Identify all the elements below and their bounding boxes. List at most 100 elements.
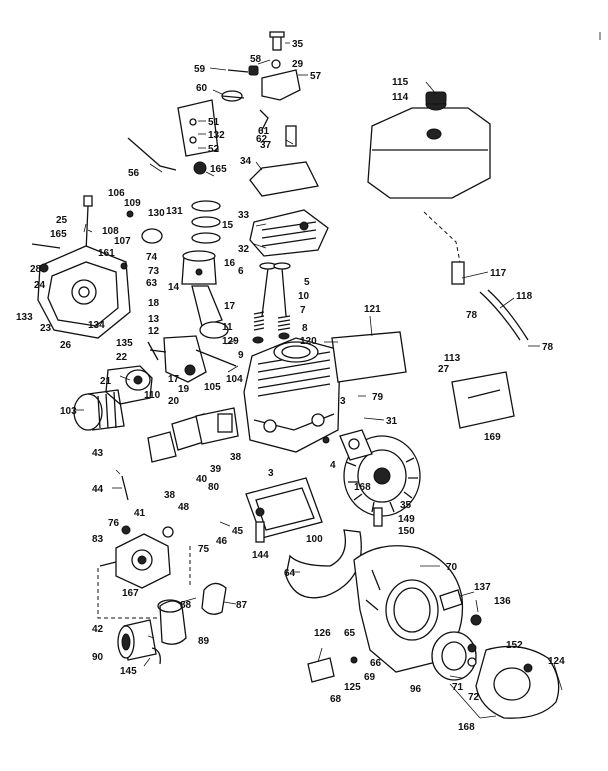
part-label: 78 bbox=[542, 342, 554, 353]
part-label: 90 bbox=[92, 652, 104, 663]
part-label: 31 bbox=[386, 416, 398, 427]
fuel-line-drawing bbox=[423, 211, 529, 341]
part-label: 56 bbox=[128, 168, 140, 179]
part-label: 28 bbox=[30, 264, 42, 275]
part-label: 126 bbox=[314, 628, 331, 639]
air-cleaner-drawing bbox=[73, 389, 125, 431]
lower-shroud-drawing bbox=[285, 529, 362, 599]
part-label: 75 bbox=[198, 544, 210, 555]
part-label: 115 bbox=[392, 77, 409, 88]
connecting-rod-drawing bbox=[191, 285, 229, 339]
part-label: 8 bbox=[302, 323, 308, 334]
part-label: 48 bbox=[178, 502, 190, 513]
part-label: 44 bbox=[92, 484, 104, 495]
part-label: 71 bbox=[452, 682, 464, 693]
part-number-labels: 35 59 58 29 57 60 115 114 51 132 61 62 5… bbox=[16, 39, 565, 733]
part-label: 26 bbox=[60, 340, 72, 351]
cover-plate-drawing bbox=[307, 657, 335, 683]
part-label: 29 bbox=[292, 59, 304, 70]
part-label: 20 bbox=[168, 396, 180, 407]
part-label: 17 bbox=[168, 374, 180, 385]
part-label: 72 bbox=[468, 692, 480, 703]
part-label: 59 bbox=[194, 64, 206, 75]
part-label: 64 bbox=[284, 568, 296, 579]
part-label: 125 bbox=[344, 682, 361, 693]
key-drawing bbox=[147, 341, 159, 361]
part-label: 76 bbox=[108, 518, 120, 529]
part-label: 39 bbox=[210, 464, 222, 475]
valves-drawing bbox=[252, 262, 291, 344]
rewind-starter-drawing bbox=[431, 631, 560, 719]
part-label: 5 bbox=[304, 277, 310, 288]
part-label: 34 bbox=[240, 156, 252, 167]
part-label: 129 bbox=[222, 336, 239, 347]
part-label: 113 bbox=[444, 353, 461, 364]
part-label: 88 bbox=[180, 600, 192, 611]
part-label: 110 bbox=[144, 390, 161, 401]
part-label: 27 bbox=[438, 364, 450, 375]
part-label: 124 bbox=[548, 656, 565, 667]
part-label: 161 bbox=[98, 248, 115, 259]
mounting-stud-drawing bbox=[255, 521, 265, 543]
piston-rings-drawing bbox=[191, 200, 221, 244]
part-label: 78 bbox=[466, 310, 478, 321]
gaskets-drawing bbox=[147, 407, 239, 463]
owners-manual-drawing bbox=[451, 371, 515, 429]
breather-drawing bbox=[121, 475, 129, 501]
carburetor-drawing bbox=[99, 525, 174, 589]
part-label: 14 bbox=[168, 282, 180, 293]
part-label: 22 bbox=[116, 352, 128, 363]
governor-rod-drawing bbox=[127, 137, 177, 171]
part-label: 69 bbox=[364, 672, 376, 683]
part-label: 4 bbox=[330, 460, 336, 471]
part-label: 32 bbox=[238, 244, 250, 255]
part-label: 61 bbox=[258, 126, 270, 137]
part-label: 121 bbox=[364, 304, 381, 315]
part-label: 169 bbox=[484, 432, 501, 443]
muffler-gasket-drawing bbox=[201, 582, 227, 615]
part-label: 87 bbox=[236, 600, 248, 611]
part-label: 168 bbox=[354, 482, 371, 493]
part-label: 150 bbox=[398, 526, 415, 537]
part-label: 118 bbox=[516, 291, 533, 302]
part-label: 43 bbox=[92, 448, 104, 459]
part-label: 79 bbox=[372, 392, 384, 403]
part-label: 63 bbox=[146, 278, 158, 289]
part-label: 132 bbox=[208, 130, 225, 141]
starter-nut-drawing bbox=[470, 614, 482, 626]
part-label: 19 bbox=[178, 384, 190, 395]
part-label: 57 bbox=[310, 71, 322, 82]
part-label: 117 bbox=[490, 268, 507, 279]
part-label: 9 bbox=[238, 350, 244, 361]
part-label: 96 bbox=[410, 684, 422, 695]
stud-drawing bbox=[373, 507, 383, 527]
part-label: 134 bbox=[88, 320, 105, 331]
part-label: 66 bbox=[370, 658, 382, 669]
part-label: 18 bbox=[148, 298, 160, 309]
part-label: 130 bbox=[148, 208, 165, 219]
part-label: 80 bbox=[208, 482, 220, 493]
crankcase-cover-drawing bbox=[37, 245, 131, 339]
part-label: 136 bbox=[494, 596, 511, 607]
part-label: 65 bbox=[344, 628, 356, 639]
part-label: 41 bbox=[134, 508, 146, 519]
part-label: 16 bbox=[224, 258, 236, 269]
part-label: 3 bbox=[268, 468, 274, 479]
crankshaft-drawing bbox=[149, 335, 237, 383]
part-label: 35 bbox=[400, 500, 412, 511]
part-label: 15 bbox=[222, 220, 234, 231]
top-screw-drawing bbox=[269, 31, 285, 69]
part-label: 17 bbox=[224, 301, 236, 312]
part-label: 73 bbox=[148, 266, 160, 277]
blower-housing-drawing bbox=[353, 545, 464, 673]
cylinder-block-drawing bbox=[243, 337, 341, 453]
part-label: 74 bbox=[146, 252, 158, 263]
heat-shield-drawing bbox=[331, 331, 407, 383]
governor-gear-drawing bbox=[126, 210, 163, 244]
part-label: 37 bbox=[260, 140, 272, 151]
part-label: 131 bbox=[166, 206, 183, 217]
part-label: 145 bbox=[120, 666, 137, 677]
dipstick-drawing bbox=[83, 195, 93, 253]
part-label: 137 bbox=[474, 582, 491, 593]
